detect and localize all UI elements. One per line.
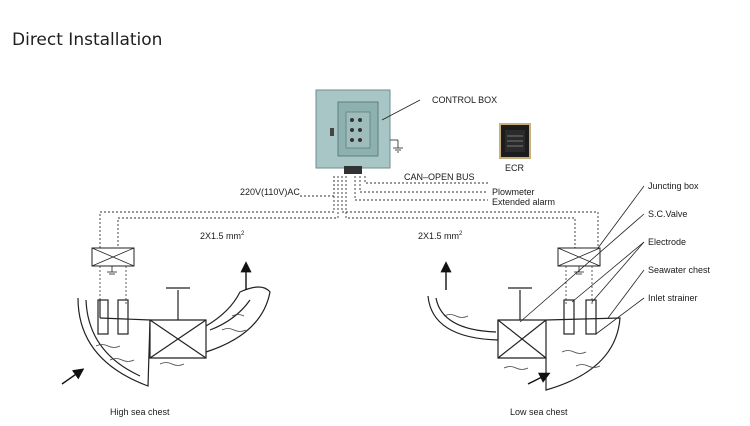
- high-sea-chest-label: High sea chest: [110, 407, 170, 417]
- low-sea-chest: [427, 287, 621, 391]
- callout-leaders: [519, 185, 645, 335]
- control-box-label: CONTROL BOX: [432, 95, 498, 105]
- inlet-arrow-left: [61, 368, 85, 385]
- control-box-leader: [381, 99, 421, 121]
- cable-spec-left: 2X1.5 mm2: [200, 231, 245, 241]
- inlet-arrow-right: [527, 372, 551, 385]
- low-sea-chest-water: [443, 314, 601, 370]
- signal-wiring: [99, 176, 599, 248]
- electrode-label: Electrode: [648, 237, 687, 247]
- junction-box-left: [91, 247, 135, 306]
- flowmeter-label: Plowmeter: [492, 187, 535, 197]
- extended-alarm-label: Extended alarm: [492, 197, 556, 207]
- high-sea-chest: [77, 286, 271, 387]
- can-bus-label: CAN–OPEN BUS: [404, 172, 475, 182]
- high-sea-chest-water: [95, 314, 247, 366]
- sc-valve-label: S.C.Valve: [648, 209, 688, 219]
- ecr-label: ECR: [505, 163, 525, 173]
- control-box: [315, 89, 403, 174]
- low-sea-chest-label: Low sea chest: [510, 407, 568, 417]
- junction-box-label: Juncting box: [648, 181, 699, 191]
- power-label: 220V(110V)AC: [240, 187, 300, 197]
- cable-spec-right: 2X1.5 mm2: [418, 231, 463, 241]
- seawater-chest-label: Seawater chest: [648, 265, 711, 275]
- ecr-panel: [499, 123, 531, 159]
- page-title: Direct Installation: [12, 30, 163, 50]
- inlet-strainer-label: Inlet strainer: [648, 293, 698, 303]
- junction-box-right: [557, 247, 601, 306]
